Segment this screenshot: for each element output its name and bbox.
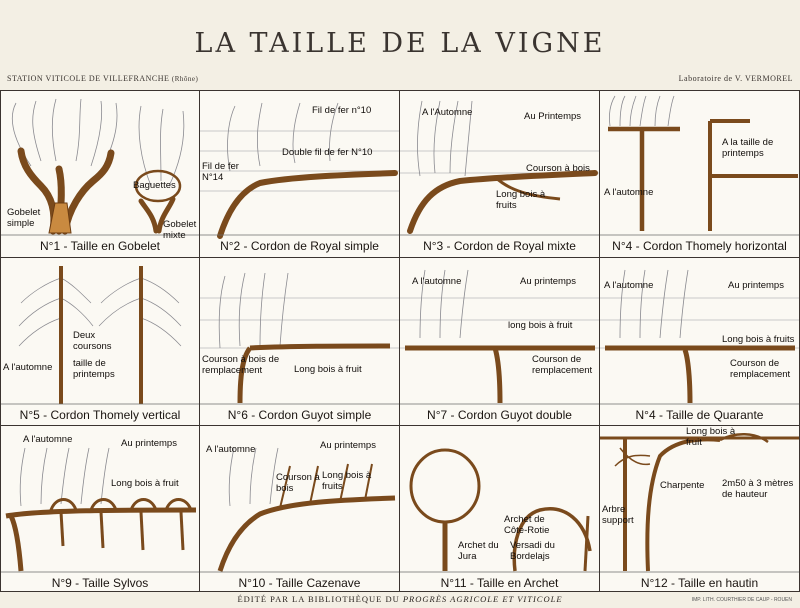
label-au-printemps: Au printemps (320, 440, 376, 451)
label-gobelet-mixte: Gobelet mixte (163, 219, 197, 241)
label-long-bois-a-fruit: long bois à fruit (508, 320, 573, 331)
label-long-bois-a-fruits: Long bois à fruits (322, 470, 372, 492)
panel-4: A la taille de printemps A l'automne N°4… (600, 90, 800, 258)
label-fil-de-fer-10: Fil de fer n°10 (312, 105, 372, 116)
label-courson-de-remplacement: Courson de remplacement (730, 358, 791, 380)
label-a-lautomne: A l'automne (604, 187, 654, 198)
panel-7: A l'automne Au printemps long bois à fru… (400, 258, 600, 426)
station-header: STATION VITICOLE DE VILLEFRANCHE (Rhône) (7, 74, 198, 83)
panel-caption: N°6 - Cordon Guyot simple (227, 408, 372, 422)
label-taille-de-printemps: taille de printemps (73, 358, 115, 380)
label-a-la-taille: A la taille de printemps (722, 137, 774, 159)
panel-11: Archet de Côte-Rotie Archet du Jura Vers… (400, 426, 600, 592)
label-hauteur: 2m50 à 3 mètres de hauteur (722, 478, 794, 500)
cordon-guyot-simple-illustration (200, 272, 399, 405)
label-arbre-support: Arbre support (602, 504, 634, 526)
label-courson-de-remplacement: Courson à bois de remplacement (202, 354, 280, 376)
label-archet-de-cote-rotie: Archet de Côte-Rotie (504, 514, 550, 536)
label-au-printemps: Au printemps (520, 276, 576, 287)
taille-en-archet-illustration (400, 448, 599, 573)
panel-caption: N°4 - Cordon Thomely horizontal (612, 239, 787, 253)
panel-caption: N°4 - Taille de Quarante (635, 408, 764, 422)
panel-caption: N°12 - Taille en hautin (640, 576, 759, 590)
cordon-thomely-horizontal-illustration (600, 95, 799, 236)
panel-caption: N°3 - Cordon de Royal mixte (423, 239, 576, 253)
panel-caption: N°1 - Taille en Gobelet (40, 239, 160, 253)
taille-de-quarante-illustration (600, 269, 799, 405)
panel-1: Baguettes Gobelet simple Gobelet mixte N… (0, 90, 200, 258)
label-deux-coursons: Deux coursons (73, 330, 112, 352)
panel-9: A l'automne Au printemps Long bois à fru… (0, 426, 200, 592)
label-a-lautomne: A l'automne (206, 444, 256, 455)
cordon-guyot-double-illustration (400, 269, 599, 405)
label-au-printemps: Au Printemps (524, 111, 582, 122)
label-long-bois-a-fruit: Long bois à fruit (294, 364, 362, 375)
taille-cazenave-illustration (200, 447, 399, 573)
gobelet-illustration (1, 98, 199, 236)
label-fil-de-fer-14: Fil de fer N°14 (202, 161, 239, 183)
panel-3: A l'Automne Au Printemps Courson à bois … (400, 90, 600, 258)
label-a-lautomne: A l'automne (604, 280, 654, 291)
cordon-thomely-vertical-illustration (1, 266, 199, 405)
label-a-lautomne: A l'automne (412, 276, 462, 287)
label-double-fil: Double fil de fer N°10 (282, 147, 373, 158)
footer-prefix: ÉDITÉ PAR LA BIBLIOTHÈQUE DU (237, 594, 400, 604)
panel-caption: N°9 - Taille Sylvos (51, 576, 149, 590)
cordon-royal-mixte-illustration (400, 100, 599, 236)
panel-12: Long bois à fruit Charpente 2m50 à 3 mèt… (600, 426, 800, 592)
label-charpente: Charpente (660, 480, 705, 491)
illustration-grid: Baguettes Gobelet simple Gobelet mixte N… (0, 90, 800, 592)
label-a-lautomne: A l'Automne (422, 107, 473, 118)
printer-imprint: IMP. LITH. COURTHIER DE CAUP - ROUEN (691, 597, 792, 603)
cordon-royal-simple-illustration (200, 102, 399, 239)
label-a-lautomne: A l'automne (3, 362, 53, 373)
taille-en-hautin-illustration (600, 433, 799, 573)
label-courson-a-bois: Courson à bois (276, 472, 320, 494)
panel-caption: N°11 - Taille en Archet (440, 576, 559, 590)
label-long-bois: Long bois à fruits (496, 189, 546, 211)
label-archet-du-jura: Archet du Jura (458, 540, 499, 562)
label-au-printemps: Au printemps (121, 438, 177, 449)
label-long-bois-a-fruit: Long bois à fruit (686, 426, 736, 448)
label-baguettes: Baguettes (133, 180, 176, 191)
panel-5: Deux coursons taille de printemps A l'au… (0, 258, 200, 426)
panel-caption: N°10 - Taille Cazenave (238, 576, 361, 590)
footer-journal: PROGRÈS AGRICOLE ET VITICOLE (402, 594, 563, 604)
label-a-lautomne: A l'automne (23, 434, 73, 445)
publisher-footer: ÉDITÉ PAR LA BIBLIOTHÈQUE DU PROGRÈS AGR… (0, 594, 800, 604)
page-title: LA TAILLE DE LA VIGNE (194, 28, 606, 59)
panel-10: A l'automne Au printemps Courson à bois … (200, 426, 400, 592)
taille-sylvos-illustration (1, 447, 199, 573)
label-courson-a-bois: Courson à bois (526, 163, 590, 174)
label-au-printemps: Au printemps (728, 280, 784, 291)
label-long-bois-a-fruit: Long bois à fruit (111, 478, 179, 489)
label-gobelet-simple: Gobelet simple (7, 207, 41, 229)
panel-caption: N°2 - Cordon de Royal simple (220, 239, 379, 253)
panel-caption: N°7 - Cordon Guyot double (427, 408, 572, 422)
station-name: STATION VITICOLE DE VILLEFRANCHE (7, 74, 170, 83)
panel-caption: N°5 - Cordon Thomely vertical (19, 408, 181, 422)
label-versadi-du-bordelajs: Versadi du Bordelajs (510, 540, 555, 562)
label-courson-de-remplacement: Courson de remplacement (532, 354, 593, 376)
station-region: (Rhône) (171, 75, 199, 83)
panel-2: Fil de fer n°10 Double fil de fer N°10 F… (200, 90, 400, 258)
panel-8: A l'automne Au printemps Long bois à fru… (600, 258, 800, 426)
label-long-bois-a-fruits: Long bois à fruits (722, 334, 795, 345)
laboratory-header: Laboratoire de V. VERMOREL (678, 74, 793, 83)
panel-6: Courson à bois de remplacement Long bois… (200, 258, 400, 426)
